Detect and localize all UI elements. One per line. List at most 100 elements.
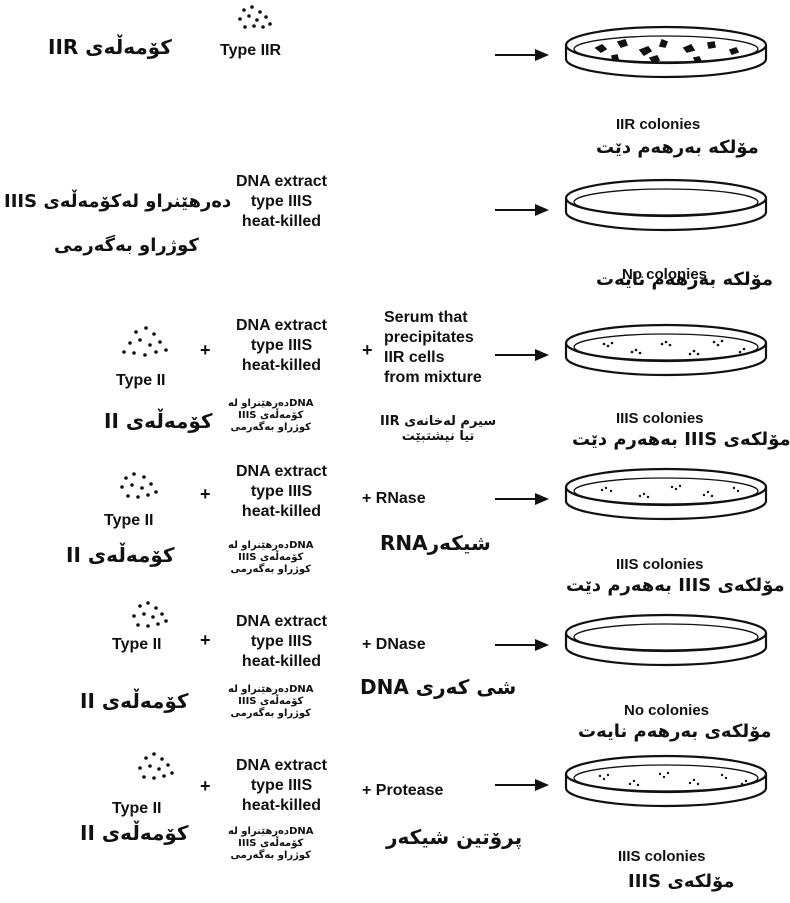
ku-dna-line: کوژراو بەگەرمی [230, 708, 311, 719]
dnase-label-ku-5: شی کەری DNA [360, 675, 517, 699]
dna-line: heat-killed [241, 503, 322, 520]
plus-sign: + [200, 484, 211, 504]
petri-dish-row-4 [564, 467, 768, 521]
plate-result-1: IIR colonies [616, 116, 701, 133]
dna-line: type IIIS [250, 777, 313, 794]
cell-type-label-3: Type II [116, 372, 166, 389]
arrow-row-3 [494, 348, 550, 362]
dna-extract-label-5: DNA extract type IIIS heat-killed [236, 612, 327, 672]
cell-type-label-1: Type IIR [220, 42, 282, 59]
dna-line: DNA extract [236, 757, 327, 774]
dna-line: heat-killed [241, 653, 322, 670]
dna-line: DNA extract [236, 463, 327, 480]
cell-type-label-ku-5: کۆمەڵەی II [80, 689, 189, 713]
serum-line: from mixture [384, 369, 482, 386]
serum-line: precipitates [384, 329, 474, 346]
dna-extract-label-ku-2b: کوژراو بەگەرمی [54, 235, 199, 256]
dna-extract-label-2: DNA extract type IIIS heat-killed [236, 172, 327, 232]
plus-sign: + [200, 776, 211, 796]
plate-result-2: No colonies [622, 266, 708, 283]
dna-line: DNA extract [236, 317, 327, 334]
dna-extract-label-ku-3: DNAدەرهێنراو لە کۆمەڵەی IIIS کوژراو بەگە… [228, 398, 313, 434]
serum-label-ku-3: سیرم لەخانەی IIR تیا نیشتبێت [380, 414, 496, 444]
serum-label-3: Serum that precipitates IIR cells from m… [384, 308, 482, 388]
ku-dna-line: DNAدەرهێنراو لە [228, 826, 314, 837]
colonies-row-4 [600, 484, 740, 499]
dna-extract-label-ku-5: DNAدەرهێنراو لە کۆمەڵەی IIIS کوژراو بەگە… [228, 684, 313, 720]
colonies-row-6 [598, 771, 748, 787]
plate-result-6: IIIS colonies [618, 848, 706, 865]
ku-dna-line: کۆمەڵەی IIIS [238, 552, 304, 563]
plate-result-4: IIIS colonies [616, 556, 704, 573]
arrow-row-1 [494, 48, 550, 62]
ku-dna-line: DNAدەرهێنراو لە [228, 684, 314, 695]
serum-line: IIR cells [384, 349, 445, 366]
dna-line: DNA extract [236, 173, 327, 190]
ku-dna-line: کوژراو بەگەرمی [230, 564, 311, 575]
dna-line: heat-killed [241, 357, 322, 374]
dna-extract-label-4: DNA extract type IIIS heat-killed [236, 462, 327, 522]
bacteria-cluster-row-6 [138, 752, 174, 780]
ku-serum-line: سیرم لەخانەی IIR [380, 414, 497, 429]
dna-line: heat-killed [241, 213, 322, 230]
dna-extract-label-ku-6: DNAدەرهێنراو لە کۆمەڵەی IIIS کوژراو بەگە… [228, 826, 313, 862]
plate-result-ku-3: مۆلکەی IIIS بەهەرم دێت [572, 429, 790, 450]
dnase-label-5: + DNase [362, 636, 426, 653]
bacteria-cluster-row-3 [122, 326, 168, 357]
colonies-row-3 [602, 339, 746, 356]
plate-result-5: No colonies [624, 702, 710, 719]
petri-dish-row-6 [564, 754, 768, 808]
cell-type-label-ku-3: کۆمەڵەی II [104, 409, 213, 433]
dna-line: heat-killed [241, 797, 322, 814]
ku-dna-line: کۆمەڵەی IIIS [238, 410, 304, 421]
cell-type-label-ku-6: کۆمەڵەی II [80, 821, 189, 845]
dna-extract-label-3: DNA extract type IIIS heat-killed [236, 316, 327, 376]
serum-line: Serum that [384, 309, 468, 326]
petri-dish-row-5 [564, 613, 768, 667]
dna-extract-label-6: DNA extract type IIIS heat-killed [236, 756, 327, 816]
bacteria-cluster-iir [238, 5, 272, 29]
plate-result-ku-5: مۆلکەی بەرهەم نایەت [578, 721, 772, 742]
plus-sign: + [200, 340, 211, 360]
cell-type-label-6: Type II [112, 800, 162, 817]
ku-dna-line: کۆمەڵەی IIIS [238, 838, 304, 849]
plus-sign: + [200, 630, 211, 650]
ku-dna-line: کۆمەڵەی IIIS [238, 696, 304, 707]
dna-line: DNA extract [236, 613, 327, 630]
arrow-row-6 [494, 778, 550, 792]
rnase-label-4: + RNase [362, 490, 426, 507]
plate-result-ku-4: مۆلکەی IIIS بەهەرم دێت [566, 575, 785, 596]
dna-line: type IIIS [250, 193, 313, 210]
ku-dna-line: کوژراو بەگەرمی [230, 422, 311, 433]
protease-label-ku-6: پرۆتین شیکەر [386, 825, 523, 849]
dna-extract-label-ku-4: DNAدەرهێنراو لە کۆمەڵەی IIIS کوژراو بەگە… [228, 540, 313, 576]
protease-label-6: + Protease [362, 782, 444, 799]
arrow-row-4 [494, 492, 550, 506]
arrow-row-5 [494, 638, 550, 652]
plate-result-ku-1: مۆلکە بەرهەم دێت [596, 137, 759, 158]
bacteria-cluster-row-5 [132, 601, 168, 628]
ku-dna-line: DNAدەرهێنراو لە [228, 398, 314, 409]
dna-line: type IIIS [250, 337, 313, 354]
dna-extract-label-ku-2a: دەرهێنراو لەکۆمەڵەی IIIS [4, 191, 232, 212]
ku-dna-line: کوژراو بەگەرمی [230, 850, 311, 861]
cell-type-label-4: Type II [104, 512, 154, 529]
cell-type-label-ku-1: کۆمەڵەی IIR [48, 35, 172, 59]
petri-dish-row-3 [564, 323, 768, 377]
ku-dna-line: DNAدەرهێنراو لە [228, 540, 314, 551]
cell-type-label-ku-4: کۆمەڵەی II [66, 543, 175, 567]
bacteria-cluster-row-4 [120, 472, 158, 499]
dna-line: type IIIS [250, 633, 313, 650]
plate-result-3: IIIS colonies [616, 410, 704, 427]
petri-dish-row-1 [564, 25, 768, 79]
rnase-label-ku-4: RNAشیکەر [380, 531, 491, 555]
arrow-row-2 [494, 203, 550, 217]
ku-serum-line: تیا نیشتبێت [401, 429, 475, 444]
plate-result-ku-6: مۆلکەی IIIS [628, 871, 735, 892]
colonies-row-1 [594, 38, 740, 63]
cell-type-label-5: Type II [112, 636, 162, 653]
plate-result-ku-2: مۆلکە بەرهەم نایەت [596, 269, 774, 290]
petri-dish-row-2 [564, 178, 768, 232]
dna-line: type IIIS [250, 483, 313, 500]
